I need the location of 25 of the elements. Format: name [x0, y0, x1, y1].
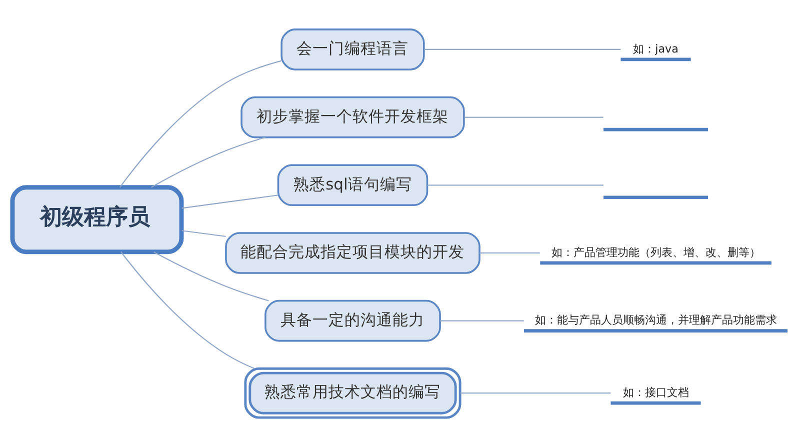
connector: [150, 136, 266, 188]
connector: [119, 60, 282, 188]
node-underline: [604, 128, 708, 132]
node-text: 如：产品管理功能（列表、增、改、删等）: [551, 246, 760, 259]
connector: [182, 194, 278, 209]
node-box: 初步掌握一个软件开发框架: [240, 96, 465, 138]
connector: [464, 116, 604, 118]
node-underline: [604, 196, 708, 200]
node-box: 会一门编程语言: [280, 28, 425, 70]
node-box: 初级程序员: [10, 185, 184, 254]
connector: [460, 392, 611, 394]
connector: [440, 320, 524, 322]
node-text: 如：java: [633, 42, 678, 56]
node-text: 如：能与产品人员顺畅沟通，并理解产品功能需求: [534, 314, 777, 327]
connector: [427, 184, 604, 186]
connector: [480, 252, 540, 254]
node-box: 熟悉sql语句编写: [277, 164, 428, 206]
connector: [424, 48, 621, 50]
node-box: 具备一定的沟通能力: [264, 300, 441, 342]
node-box: 熟悉常用技术文档的编写: [244, 367, 462, 419]
connector: [120, 252, 255, 370]
connector: [182, 230, 226, 237]
node-box: 能配合完成指定项目模块的开发: [225, 232, 480, 274]
connector: [154, 252, 269, 302]
node-text: 如：接口文档: [622, 386, 689, 399]
